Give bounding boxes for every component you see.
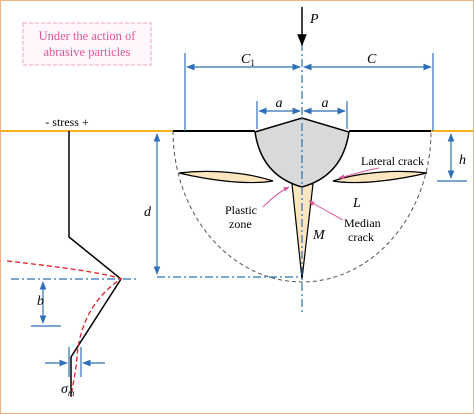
stress-profile-dashed xyxy=(6,260,123,398)
lateral-crack-left xyxy=(178,170,274,184)
annotation-line-2: abrasive particles xyxy=(43,45,130,59)
c-label: C xyxy=(367,52,377,67)
median-crack-label-2: crack xyxy=(348,230,374,244)
lateral-crack-label: Lateral crack xyxy=(361,154,424,168)
median-crack-label-1: Median xyxy=(344,216,381,230)
c1-label: C1 xyxy=(241,52,255,68)
load-label: P xyxy=(309,12,319,27)
annotation-box: Under the action of abrasive particles xyxy=(22,22,152,66)
sigma-label: σm xyxy=(61,382,75,398)
annotation-line-1: Under the action of xyxy=(39,29,137,43)
plastic-zone-label-1: Plastic xyxy=(225,203,257,217)
b-label: b xyxy=(37,294,44,309)
d-label: d xyxy=(144,205,152,220)
a-label-left: a xyxy=(276,96,283,111)
a-label-right: a xyxy=(322,96,329,111)
stress-axis-label: - stress + xyxy=(45,115,89,129)
plastic-zone-label-2: zone xyxy=(229,217,252,231)
plastic-boundary-arc xyxy=(172,130,432,283)
h-label: h xyxy=(459,153,466,168)
lateral-crack-pointer xyxy=(338,167,380,180)
M-label: M xyxy=(312,228,326,243)
plastic-zone-pointer xyxy=(262,186,290,208)
plastic-zone-cup xyxy=(254,117,350,188)
lateral-crack-right xyxy=(332,170,428,184)
L-label: L xyxy=(352,196,361,211)
median-crack-pointer xyxy=(308,200,344,221)
